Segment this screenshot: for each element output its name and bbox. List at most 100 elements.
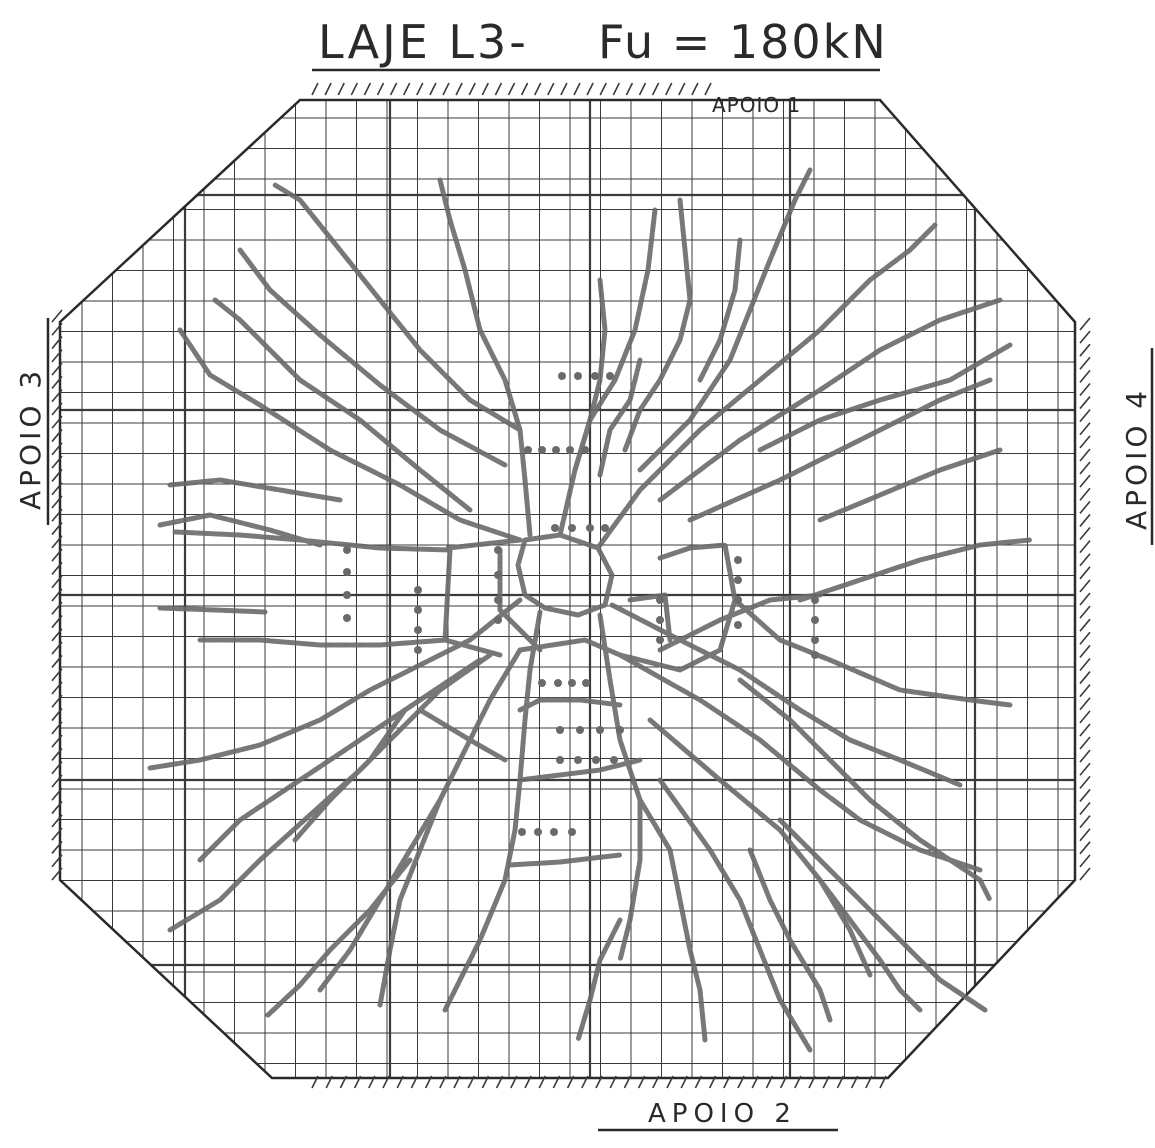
support-label-apoio-4: APOIO 4 — [1120, 387, 1153, 530]
hatch-apoio-1 — [573, 82, 581, 96]
hatch-apoio-2 — [339, 1075, 348, 1089]
hatch-apoio-3 — [51, 721, 63, 735]
dotted-markers — [343, 372, 819, 836]
hatch-apoio-3 — [51, 349, 63, 363]
hatch-apoio-4 — [1079, 435, 1091, 449]
hatch-apoio-2 — [581, 1075, 589, 1089]
hatch-apoio-1 — [691, 82, 699, 96]
hatch-apoio-3 — [51, 694, 63, 708]
hatch-apoio-2 — [510, 1075, 518, 1089]
hatch-apoio-3 — [51, 734, 63, 748]
hatch-apoio-3 — [51, 654, 63, 668]
hatch-apoio-4 — [1079, 592, 1091, 606]
crack-upper-12 — [687, 377, 993, 523]
hatch-apoio-3 — [51, 854, 63, 868]
hatch-apoio-3 — [51, 708, 63, 722]
hatch-apoio-2 — [723, 1075, 731, 1089]
hatch-apoio-2 — [879, 1075, 887, 1089]
slab-grid — [60, 100, 1075, 1078]
crack-lower-9 — [647, 717, 873, 978]
dot-marker — [556, 756, 564, 764]
hatch-apoio-2 — [410, 1075, 419, 1089]
support-label-top: APOIO 1 — [712, 93, 800, 117]
hatch-apoio-1 — [533, 82, 542, 96]
drawing-title: LAJE L3- Fu = 180kN — [312, 15, 888, 72]
crack-lower-left-6 — [377, 797, 443, 1008]
hatch-apoio-2 — [708, 1075, 717, 1089]
slab-label: LAJE L3- — [318, 15, 529, 69]
hatch-apoio-3 — [51, 535, 63, 549]
hatch-apoio-2 — [353, 1075, 362, 1089]
hatch-apoio-4 — [1079, 788, 1091, 802]
hatch-apoio-4 — [1079, 356, 1091, 370]
hatch-apoio-2 — [652, 1075, 660, 1089]
dot-marker — [574, 372, 582, 380]
hatch-apoio-3 — [51, 840, 63, 854]
hatch-apoio-4 — [1079, 369, 1091, 383]
hatch-apoio-2 — [424, 1075, 433, 1089]
dot-marker — [581, 446, 589, 454]
hatch-apoio-3 — [51, 787, 63, 801]
crack-upper-13 — [757, 342, 1013, 453]
hatch-apoio-3 — [51, 522, 63, 536]
crack-left-6 — [157, 605, 268, 615]
hatch-apoio-4 — [1079, 644, 1091, 658]
dot-marker — [576, 726, 584, 734]
hatch-apoio-3 — [51, 814, 63, 828]
hatch-apoio-1 — [481, 82, 490, 96]
hatch-apoio-3 — [51, 309, 63, 323]
dot-marker — [656, 596, 664, 604]
hatch-apoio-3 — [51, 415, 63, 429]
crack-upper-6 — [597, 357, 643, 478]
hatch-apoio-3 — [51, 482, 63, 496]
hatch-apoio-4 — [1079, 828, 1091, 842]
crack-lower-left-5 — [317, 647, 523, 993]
hatch-apoio-3 — [51, 455, 63, 469]
dot-marker — [568, 828, 576, 836]
crack-upper-5 — [572, 277, 608, 473]
crack-lower-6 — [575, 917, 623, 1043]
hatch-apoio-4 — [1079, 671, 1091, 685]
hatch-apoio-4 — [1079, 723, 1091, 737]
crack-lower-right-4 — [777, 817, 988, 1013]
crack-lower-1 — [442, 609, 543, 1013]
hatch-apoio-4 — [1079, 500, 1091, 514]
dot-marker — [518, 828, 526, 836]
hatch-apoio-3 — [51, 615, 63, 629]
crack-lower-left-7 — [265, 857, 413, 1018]
hatch-apoio-2 — [794, 1075, 802, 1089]
dot-marker — [811, 636, 819, 644]
hatch-apoio-3 — [51, 641, 63, 655]
hatch-apoio-2 — [751, 1075, 759, 1089]
hatch-apoio-3 — [51, 468, 63, 482]
hatch-apoio-1 — [599, 82, 607, 96]
crack-left-2 — [212, 297, 473, 513]
dot-marker — [414, 646, 422, 654]
hatch-apoio-1 — [337, 82, 345, 96]
hatch-apoio-4 — [1079, 579, 1091, 593]
crack-upper-9 — [697, 237, 743, 383]
hatch-apoio-2 — [382, 1075, 390, 1089]
hatch-apoio-1 — [455, 82, 463, 96]
hatch-apoio-3 — [51, 429, 63, 443]
crack-lower-right-3 — [737, 677, 993, 903]
hatch-apoio-4 — [1079, 775, 1091, 789]
hatch-apoio-1 — [507, 82, 516, 96]
crack-central-ring — [515, 532, 615, 618]
dot-marker — [610, 756, 618, 764]
hatch-apoio-2 — [623, 1075, 632, 1089]
dot-marker — [343, 614, 351, 622]
hatch-apoio-4 — [1079, 409, 1091, 423]
hatch-apoio-4 — [1079, 474, 1091, 488]
hatch-apoio-4 — [1079, 736, 1091, 750]
dot-marker — [656, 636, 664, 644]
hatch-apoio-1 — [664, 82, 673, 96]
hatch-apoio-3 — [51, 362, 63, 376]
hatch-apoio-2 — [779, 1075, 788, 1089]
dot-marker — [811, 596, 819, 604]
ultimate-load-label: Fu = 180kN — [598, 15, 888, 69]
hatch-apoio-2 — [680, 1075, 688, 1089]
hatch-apoio-4 — [1079, 540, 1091, 554]
hatch-apoio-3 — [51, 601, 63, 615]
dot-marker — [734, 596, 742, 604]
